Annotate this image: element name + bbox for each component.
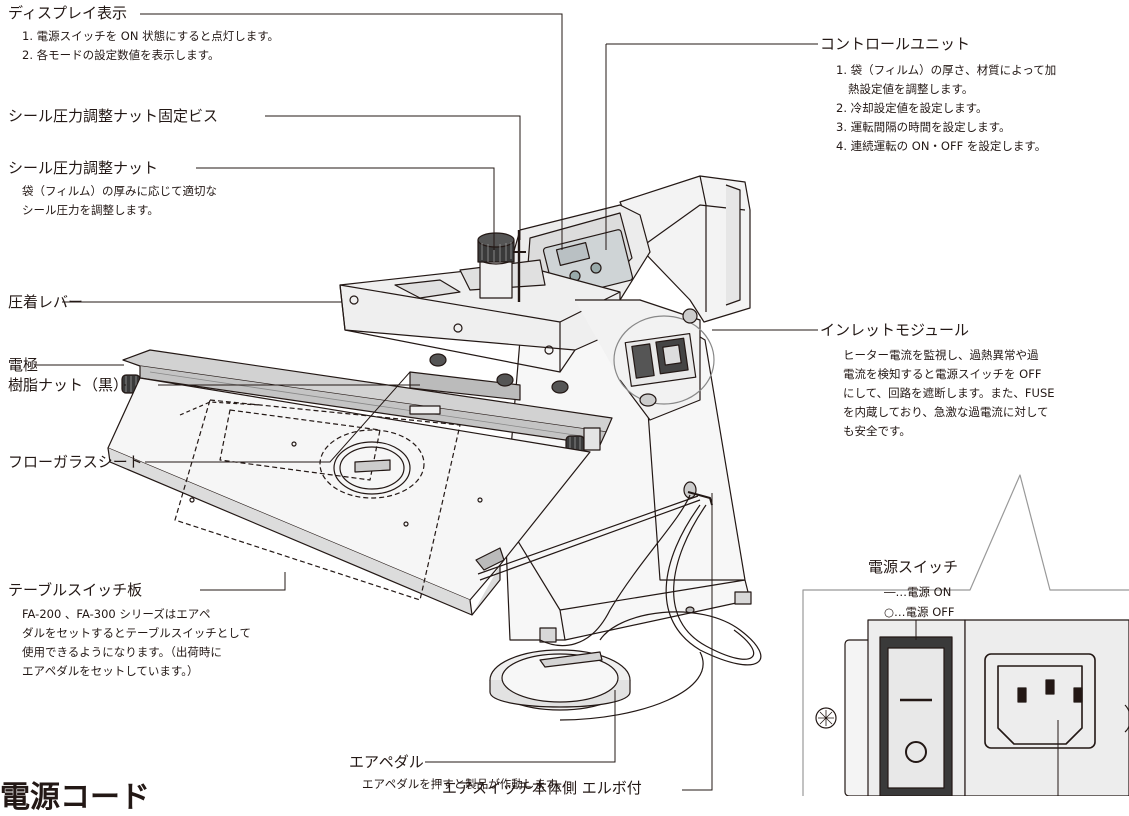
power-switch-legend: ―…電源 ON ○…電源 OFF	[884, 582, 954, 622]
pressure-nut-description: 袋（フィルム）の厚みに応じて適切な シール圧力を調整します。	[22, 182, 217, 220]
table-switch-description: FA-200 、FA-300 シリーズはエアペ ダルをセットするとテーブルスイッ…	[22, 605, 251, 681]
control-unit-description-line: 熱設定値を調整します。	[848, 82, 974, 96]
table-switch-plate	[107, 377, 591, 616]
table-switch-description-line: ダルをセットするとテーブルスイッチとして	[22, 626, 251, 640]
resin-nut-label: 樹脂ナット（黒）	[8, 376, 129, 394]
inlet-module-detail-box	[802, 474, 1129, 796]
control-unit-description-line: 1. 袋（フィルム）の厚さ、材質によって加	[836, 63, 1057, 77]
resin-nut-right	[565, 427, 601, 457]
power-switch-label: 電源スイッチ	[868, 558, 959, 576]
air-pedal-label: エアペダル	[349, 753, 424, 771]
power-on-legend: ―…電源 ON	[884, 585, 952, 599]
display-label: ディスプレイ表示	[8, 4, 127, 22]
air-pedal-description-line: エアペダルを押すと製品が作動します。	[362, 777, 568, 791]
air-tube	[477, 481, 762, 666]
pressure-screw-label: シール圧力調整ナット固定ビス	[8, 107, 219, 125]
inlet-module-description-line: ヒーター電流を監視し、過熱異常や過	[843, 348, 1039, 362]
inlet-module-label: インレットモジュール	[820, 321, 969, 339]
display-description-line: 1. 電源スイッチを ON 状態にすると点灯します。	[22, 29, 280, 43]
inlet-module-closeup-small	[613, 308, 715, 407]
power-off-legend: ○…電源 OFF	[884, 605, 955, 619]
control-unit-description-line: 2. 冷却設定値を設定します。	[836, 101, 988, 115]
electrode-bar	[122, 349, 613, 446]
pressure-nut-description-line: シール圧力を調整します。	[22, 203, 159, 217]
press-lever-label: 圧着レバー	[8, 293, 84, 311]
inlet-module-description-line: を内蔵しており、急激な過電流に対して	[843, 405, 1049, 419]
display-description-line: 2. 各モードの設定数値を表示します。	[22, 48, 220, 62]
air-pedal-description: エアペダルを押すと製品が作動します。	[362, 775, 568, 794]
inlet-module-description: ヒーター電流を監視し、過熱異常や過 電流を検知すると電源スイッチを OFF にし…	[843, 346, 1055, 441]
table-switch-label: テーブルスイッチ板	[8, 581, 143, 599]
adjustment-knob	[477, 230, 526, 302]
glass-sheet-label: フローガラスシート	[8, 453, 143, 471]
inlet-module-description-line: 電流を検知すると電源スイッチを OFF	[843, 367, 1042, 381]
pressure-nut-label: シール圧力調整ナット	[8, 159, 159, 177]
table-switch-description-line: FA-200 、FA-300 シリーズはエアペ	[22, 607, 211, 621]
electrode-label: 電極	[8, 356, 39, 374]
leader-lines	[36, 13, 1059, 796]
control-unit-description: 1. 袋（フィルム）の厚さ、材質によって加 熱設定値を調整します。 2. 冷却設…	[836, 61, 1056, 156]
heat-sealer-illustration	[36, 13, 1129, 796]
control-unit-description-line: 4. 連続運転の ON・OFF を設定します。	[836, 139, 1047, 153]
control-unit-description-line: 3. 運転間隔の時間を設定します。	[836, 120, 1011, 134]
power-cord-heading: 電源コード	[0, 780, 150, 815]
table-switch-description-line: 使用できるようになります。（出荷時に	[22, 645, 222, 659]
inlet-module-description-line: も安全です。	[843, 424, 911, 438]
control-unit-label: コントロールユニット	[820, 35, 971, 53]
table-switch-description-line: エアペダルをセットしています。）	[22, 664, 199, 678]
air-switch-label: エアスイッチ本体側 エルボ付	[442, 779, 642, 797]
air-pedal	[489, 649, 631, 711]
inlet-module-description-line: にして、回路を遮断します。また、FUSE	[843, 386, 1055, 400]
rear-housing	[619, 175, 751, 323]
display-description: 1. 電源スイッチを ON 状態にすると点灯します。 2. 各モードの設定数値を…	[22, 27, 279, 65]
pressure-nut-description-line: 袋（フィルム）の厚みに応じて適切な	[22, 184, 218, 198]
